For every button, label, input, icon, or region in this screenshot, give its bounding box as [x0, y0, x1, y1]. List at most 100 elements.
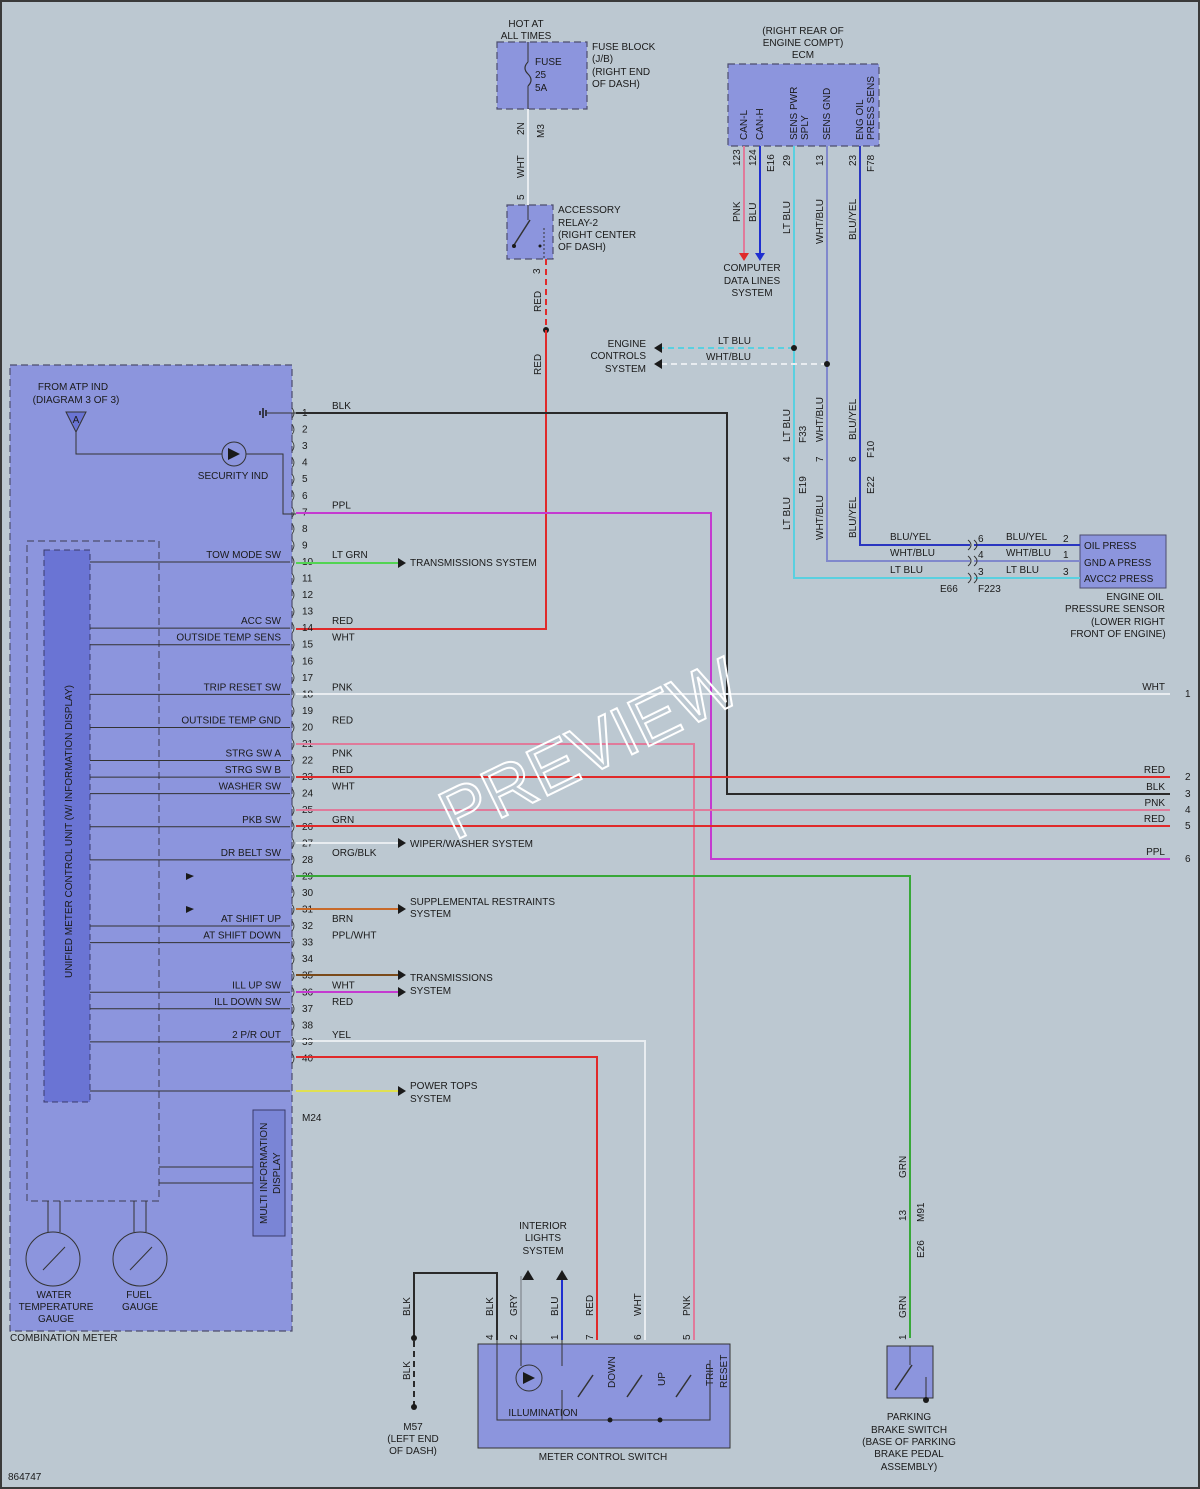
ecm-wire-color: PNK	[732, 201, 743, 222]
wire-grn-pin26	[296, 875, 911, 1338]
wire-label-ltblu-mid: LT BLU	[782, 409, 793, 442]
relay-pin-out: 3	[532, 268, 543, 274]
connector-pin-mark	[291, 490, 295, 501]
accessory-relay: 5 ACCESSORY RELAY-2 (RIGHT CENTER OF DAS…	[506, 194, 636, 274]
switch-wire-color: BLK	[485, 1297, 496, 1316]
connector-pin-mark	[291, 672, 295, 684]
connector-pin-mark	[291, 689, 295, 700]
wire-label-whtblu-top: WHT/BLU	[815, 199, 826, 244]
down-label: DOWN	[607, 1356, 618, 1388]
meter-pin-number: 34	[302, 954, 314, 965]
fuse-block-box	[496, 41, 588, 110]
meter-wire-color: BRN	[332, 914, 353, 925]
ecm-connector-id: F78	[866, 154, 877, 172]
right-edge-number: 2	[1185, 772, 1191, 783]
ground-icon	[259, 408, 267, 418]
meter-wire-color: PNK	[332, 749, 353, 760]
meter-pin-number: 24	[302, 789, 314, 800]
ecm-box	[727, 63, 880, 147]
ground-label-3: OF DASH)	[389, 1446, 437, 1457]
meter-pin-number: 32	[302, 921, 314, 932]
wire-red-acc	[296, 330, 547, 630]
connector-pin-mark	[291, 1003, 295, 1015]
connector-pin-mark	[967, 572, 978, 584]
connector-pin-mark	[291, 622, 295, 634]
oil-left-pin: 6	[978, 534, 984, 545]
ecm-pin-label: SENS PWR	[789, 87, 800, 140]
interior-lights-2: LIGHTS	[525, 1233, 561, 1244]
meter-destinations: TRANSMISSIONS SYSTEM WIPER/WASHER SYSTEM…	[186, 558, 555, 1105]
switch-wire-color: GRY	[509, 1294, 520, 1316]
meter-pin-label: AT SHIFT UP	[221, 914, 281, 925]
atp-flag-letter: A	[73, 415, 80, 426]
meter-pin-number: 28	[302, 855, 314, 866]
connector-pin-mark	[291, 755, 295, 766]
meter-wire-color: RED	[332, 616, 353, 627]
meter-pin-number: 30	[302, 888, 314, 899]
meter-pin-label: WASHER SW	[219, 782, 282, 793]
all-times-label: ALL TIMES	[501, 31, 552, 42]
relay-box	[506, 204, 554, 260]
arrow-down-icon	[755, 253, 765, 261]
meter-pin-number: 15	[302, 640, 314, 651]
connector-pin-mark	[291, 589, 295, 601]
dest-trans2-2: SYSTEM	[410, 986, 451, 997]
relay-label-2: RELAY-2	[558, 218, 598, 229]
meter-pin-label: PKB SW	[242, 815, 281, 826]
connector-pin-mark	[291, 424, 295, 435]
wire-wht-pin36	[296, 1040, 646, 1340]
arrow-up-icon	[522, 1270, 534, 1280]
ground-label-1: M57	[403, 1422, 423, 1433]
oil-right-pin: 3	[1063, 567, 1069, 578]
connector-pin-mark	[291, 804, 295, 816]
oil-sensor-name-4: FRONT OF ENGINE)	[1070, 629, 1165, 640]
diode-icon	[186, 873, 194, 880]
engine-controls-2: CONTROLS	[590, 351, 646, 362]
right-edge-wire-color: RED	[1144, 814, 1165, 825]
arrow-left-icon	[654, 359, 662, 369]
conn-e19: E19	[798, 476, 809, 494]
atp-label-1: FROM ATP IND	[38, 382, 108, 393]
meter-pin-number: 22	[302, 756, 314, 767]
meter-control-switch: INTERIOR LIGHTS SYSTEM METER CONTROL SWI…	[477, 1221, 731, 1463]
meter-wire-color: LT GRN	[332, 550, 368, 561]
connector-pin-mark	[967, 555, 978, 567]
wire-whtblu-sens-gnd	[826, 146, 970, 562]
engine-controls-3: SYSTEM	[605, 364, 646, 375]
meter-wire-color: YEL	[332, 1030, 351, 1041]
ecm-header-1: (RIGHT REAR OF	[762, 26, 843, 37]
dest-srs-2: SYSTEM	[410, 909, 451, 920]
parking-wire-lower: GRN	[898, 1296, 909, 1318]
arrow-right-icon	[398, 838, 406, 848]
relay-pin-in: 5	[516, 194, 527, 200]
illumination-label: ILLUMINATION	[508, 1408, 577, 1419]
ec-wire-label-1: LT BLU	[718, 336, 751, 347]
ec-wire-label-2: WHT/BLU	[706, 352, 751, 363]
splice-dot	[791, 345, 797, 351]
meter-pin-number: 17	[302, 673, 314, 684]
meter-control-switch-box	[477, 1343, 731, 1449]
connector-pin-mark	[291, 407, 295, 419]
meter-pin-number: 19	[302, 706, 314, 717]
fuse-pin: 2N	[516, 122, 527, 135]
meter-wire-color: ORG/BLK	[332, 848, 377, 859]
meter-control-switch-name: METER CONTROL SWITCH	[539, 1452, 668, 1463]
connector-pin-mark	[291, 1020, 295, 1031]
parking-label-5: ASSEMBLY)	[881, 1462, 938, 1473]
oil-sensor-name-2: PRESSURE SENSOR	[1065, 604, 1165, 615]
ecm-pin-label: CAN-H	[755, 108, 766, 140]
ecm-pin-number: 13	[815, 154, 826, 166]
splice-dot	[824, 361, 830, 367]
meter-pin-label: TRIP RESET SW	[204, 682, 282, 693]
oil-conn-right: F223	[978, 584, 1001, 595]
right-edge-wire-color: WHT	[1142, 682, 1165, 693]
meter-pin-label: DR BELT SW	[221, 848, 282, 859]
meter-wire-color: RED	[332, 715, 353, 726]
wire-label-bluyel-mid: BLU/YEL	[848, 398, 859, 440]
meter-pin-number: 38	[302, 1020, 314, 1031]
wire-label-red-1: RED	[533, 291, 544, 312]
meter-pin-number: 3	[302, 441, 308, 452]
meter-pin-number: 11	[302, 574, 313, 585]
connector-pin-mark	[291, 987, 295, 998]
